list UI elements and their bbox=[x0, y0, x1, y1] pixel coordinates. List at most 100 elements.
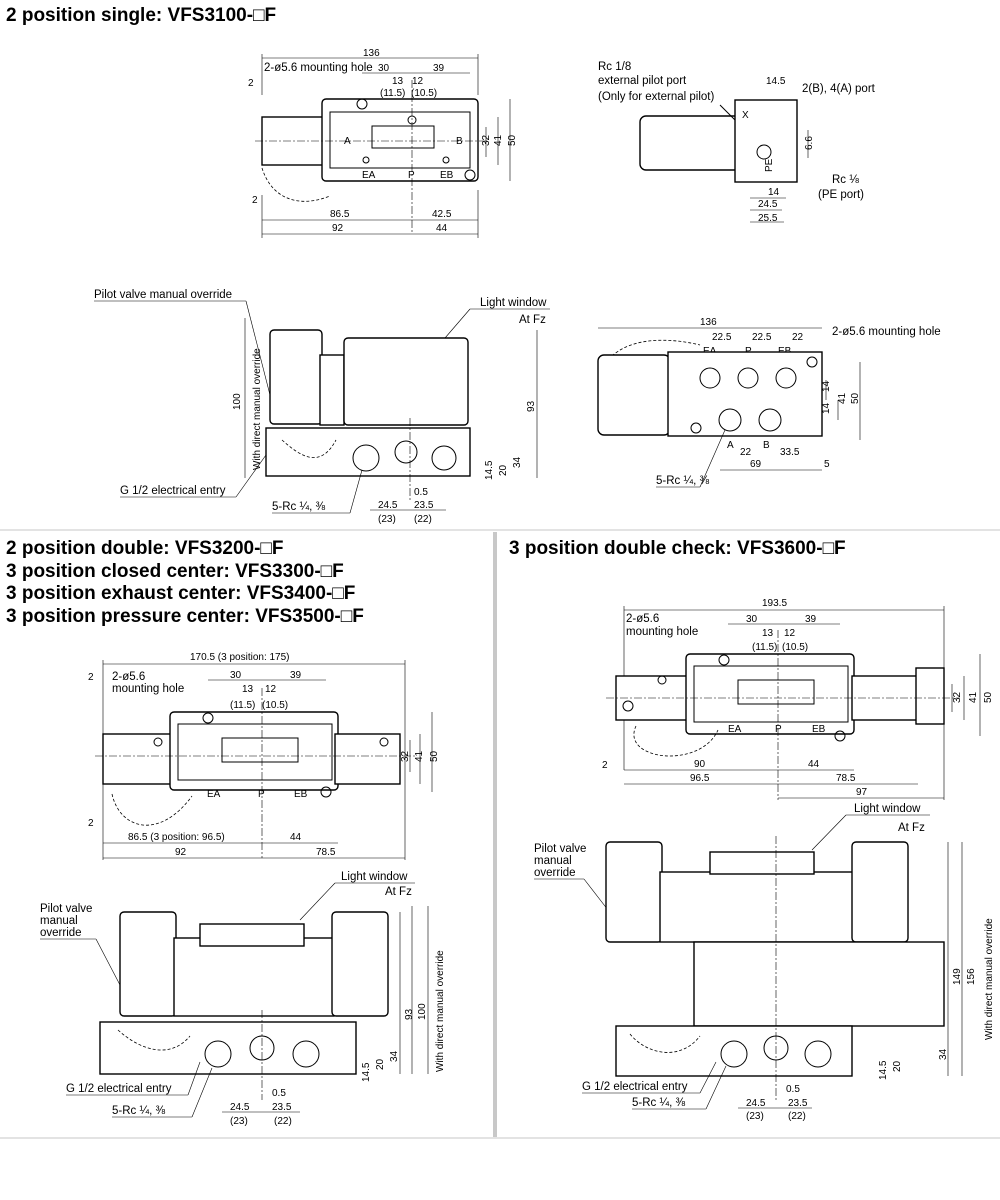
dim-41b: 41 bbox=[837, 392, 848, 404]
dim-10-5-c: (10.5) bbox=[782, 642, 808, 653]
with-direct-d: With direct manual override bbox=[435, 950, 446, 1072]
mh-l2: mounting hole bbox=[112, 683, 184, 695]
port-ea-d: EA bbox=[207, 789, 221, 800]
dim-23-5-d: 23.5 bbox=[272, 1102, 292, 1113]
dim-0-5-c: 0.5 bbox=[786, 1084, 800, 1095]
dim-22p-c: (22) bbox=[788, 1111, 806, 1122]
dim-136: 136 bbox=[363, 48, 380, 59]
dim-13: 13 bbox=[392, 76, 404, 87]
dim-14-5: 14.5 bbox=[766, 76, 786, 87]
panel-single: 136 30 39 13 12 (11.5) (10.5) 2-ø5.6 mou… bbox=[0, 0, 1000, 530]
panel-check: 193.5 2-ø5.6 mounting hole 30 39 13 12 (… bbox=[497, 532, 1000, 1137]
dim-11-5-d: (11.5) bbox=[230, 700, 255, 711]
dim-22d: 22 bbox=[740, 447, 752, 458]
port-eb-d: EB bbox=[294, 789, 308, 800]
with-direct-c: With direct manual override bbox=[984, 918, 995, 1040]
dim-39-c: 39 bbox=[805, 614, 817, 625]
dim-93-d: 93 bbox=[404, 1008, 415, 1020]
rc14-c: 5-Rc ¼, ⅜ bbox=[632, 1097, 685, 1109]
only-ext-label: (Only for external pilot) bbox=[598, 91, 714, 103]
divider-vertical bbox=[493, 532, 497, 1137]
dim-12-d: 12 bbox=[265, 684, 277, 695]
dim-2-top: 2 bbox=[248, 78, 254, 89]
dim-100-d: 100 bbox=[417, 1003, 428, 1020]
dim-22-5b: 22.5 bbox=[752, 332, 772, 343]
ext-pilot-label: external pilot port bbox=[598, 75, 687, 87]
port-pe: PE bbox=[764, 158, 775, 172]
rc14-d: 5-Rc ¼, ⅜ bbox=[112, 1105, 165, 1117]
dim-156-c: 156 bbox=[966, 968, 977, 985]
dim-50b: 50 bbox=[850, 392, 861, 404]
dim-24-5-d: 24.5 bbox=[230, 1102, 250, 1113]
single-plan-view: 136 30 39 13 12 (11.5) (10.5) 2-ø5.6 mou… bbox=[248, 48, 518, 238]
dim-100: 100 bbox=[232, 393, 243, 410]
dim-20-d: 20 bbox=[375, 1058, 386, 1070]
dim-0-5-d: 0.5 bbox=[272, 1088, 286, 1099]
dim-96-5-c: 96.5 bbox=[690, 773, 710, 784]
dim-34-d: 34 bbox=[389, 1050, 400, 1062]
heading-exhaust-prefix: 3 position exhaust center: bbox=[6, 583, 247, 604]
with-direct-label: With direct manual override bbox=[252, 348, 263, 470]
port-ea: EA bbox=[362, 170, 376, 181]
heading-check-model: VFS3600-□F bbox=[737, 538, 846, 559]
dim-170-5: 170.5 (3 position: 175) bbox=[190, 652, 290, 663]
dim-92-d: 92 bbox=[175, 847, 187, 858]
heading-pressure-model: VFS3500-□F bbox=[255, 606, 364, 627]
dim-34: 34 bbox=[512, 456, 523, 468]
at-fz-d: At Fz bbox=[385, 886, 412, 898]
divider-horizontal bbox=[0, 529, 1000, 531]
dim-90-c: 90 bbox=[694, 759, 706, 770]
dim-24-5-c: 24.5 bbox=[746, 1098, 766, 1109]
light-window-c: Light window bbox=[854, 803, 921, 815]
heading-exhaust: 3 position exhaust center: VFS3400-□F bbox=[6, 583, 355, 605]
heading-check-prefix: 3 position double check: bbox=[509, 538, 738, 559]
port-p: P bbox=[408, 170, 415, 181]
dim-78-5-c: 78.5 bbox=[836, 773, 856, 784]
dim-41-d: 41 bbox=[414, 750, 425, 762]
dim-14a: 14 bbox=[821, 380, 832, 392]
dim-32-c: 32 bbox=[952, 691, 963, 703]
g12-d: G 1/2 electrical entry bbox=[66, 1083, 172, 1095]
dim-33-5: 33.5 bbox=[780, 447, 800, 458]
heading-closed: 3 position closed center: VFS3300-□F bbox=[6, 561, 344, 583]
dim-50: 50 bbox=[507, 134, 518, 146]
pilot-l2-d: manual bbox=[40, 915, 78, 927]
pilot-l3-d: override bbox=[40, 927, 82, 939]
dim-13-c: 13 bbox=[762, 628, 774, 639]
heading-closed-prefix: 3 position closed center: bbox=[6, 561, 236, 582]
dim-41: 41 bbox=[493, 134, 504, 146]
rc-pe-label: Rc ⅛ bbox=[832, 174, 859, 186]
port-a: A bbox=[344, 136, 351, 147]
dim-6-6: 6.6 bbox=[804, 136, 815, 150]
heading-double-prefix: 2 position double: bbox=[6, 538, 175, 559]
dim-50-d: 50 bbox=[429, 750, 440, 762]
dim-93: 93 bbox=[526, 400, 537, 412]
dim-42-5: 42.5 bbox=[432, 209, 452, 220]
port-a-b: A bbox=[727, 440, 734, 451]
dim-39: 39 bbox=[433, 63, 445, 74]
heading-double: 2 position double: VFS3200-□F bbox=[6, 538, 284, 560]
dim-44-c: 44 bbox=[808, 759, 820, 770]
heading-check: 3 position double check: VFS3600-□F bbox=[509, 538, 846, 560]
dim-30-c: 30 bbox=[746, 614, 758, 625]
ports-ab-label: 2(B), 4(A) port bbox=[802, 83, 876, 95]
single-end-view: Rc 1/8 external pilot port (Only for ext… bbox=[598, 61, 876, 224]
dim-44: 44 bbox=[436, 223, 448, 234]
dim-39-d: 39 bbox=[290, 670, 302, 681]
pilot-l1-d: Pilot valve bbox=[40, 903, 92, 915]
dim-23p-c: (23) bbox=[746, 1111, 764, 1122]
dim-12: 12 bbox=[412, 76, 424, 87]
dim-11-5-c: (11.5) bbox=[752, 642, 777, 653]
light-window-d: Light window bbox=[341, 871, 408, 883]
bottom-border bbox=[0, 1137, 1000, 1139]
at-fz-c: At Fz bbox=[898, 822, 925, 834]
dim-32-d: 32 bbox=[400, 750, 411, 762]
mounting-hole-label: 2-ø5.6 mounting hole bbox=[264, 62, 373, 74]
dim-23p-d: (23) bbox=[230, 1116, 248, 1127]
single-front-view: Pilot valve manual override Light window… bbox=[94, 289, 550, 525]
dim-136b: 136 bbox=[700, 317, 717, 328]
dim-2-c: 2 bbox=[602, 760, 608, 771]
heading-single-prefix: 2 position single: bbox=[6, 5, 168, 26]
dim-5: 5 bbox=[824, 459, 830, 470]
dim-24-5b: 24.5 bbox=[378, 500, 398, 511]
